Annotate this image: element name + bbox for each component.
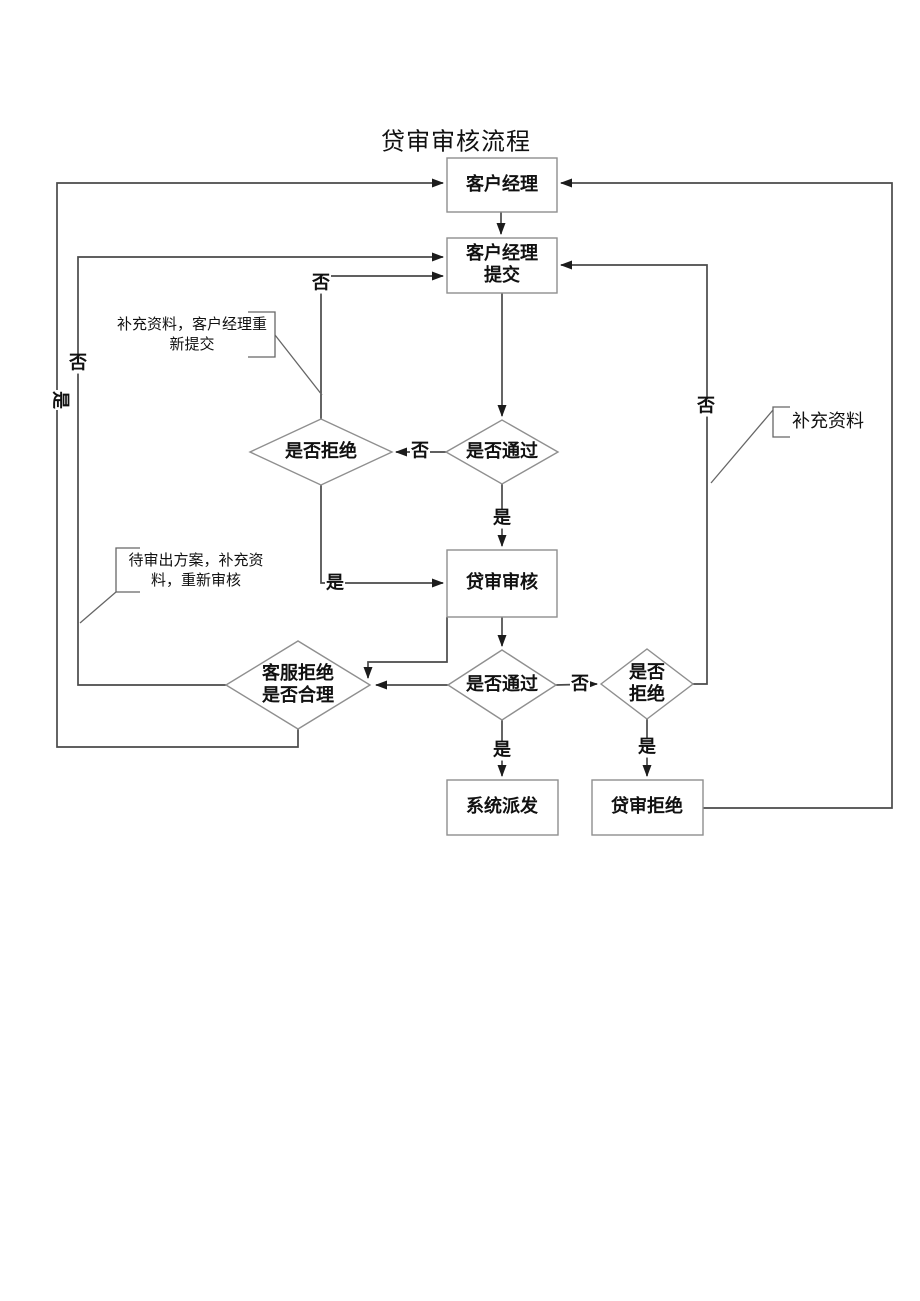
- node-label-loan-review: 贷审审核: [466, 572, 538, 594]
- edge-reject-upper-no-to-submit: [320, 271, 444, 419]
- node-customer-manager: [446, 157, 558, 213]
- node-loan-reject: [591, 779, 704, 836]
- edge-cs-reasonable-yes-to-manager: [56, 178, 444, 748]
- edge-label-cs-reasonable-yes: 是: [49, 390, 71, 410]
- node-label-customer-manager-submit: 客户经理 提交: [466, 243, 538, 286]
- edge-label-pass-upper-no: 否: [410, 440, 430, 462]
- decision-label-pass-upper: 是否通过: [466, 441, 538, 463]
- annotation-pending-review-note: 待审出方案，补充资 料，重新审核: [128, 550, 264, 589]
- node-label-customer-manager: 客户经理: [466, 174, 538, 196]
- node-label-system-dispatch: 系统派发: [466, 796, 538, 818]
- decision-reject-upper: [248, 418, 394, 486]
- edge-label-pass-lower-yes: 是: [492, 739, 512, 761]
- node-customer-manager-submit: [446, 237, 558, 294]
- callout-bracket-pending: [115, 547, 140, 593]
- edge-cs-reasonable-no-to-submit: [77, 252, 444, 686]
- node-system-dispatch: [446, 779, 559, 836]
- decision-label-reject-upper: 是否拒绝: [285, 441, 357, 463]
- edge-reject-upper-yes-to-loan-review: [320, 485, 444, 588]
- edge-label-reject-upper-no: 否: [311, 272, 331, 294]
- page-title: 贷审审核流程: [381, 127, 531, 156]
- callout-bracket-resubmit: [248, 311, 276, 358]
- edge-label-cs-reasonable-no: 否: [68, 352, 88, 374]
- edge-loan-reject-to-manager: [560, 178, 893, 809]
- edge-label-pass-lower-no: 否: [570, 673, 590, 695]
- decision-label-reject-lower: 是否 拒绝: [629, 662, 665, 705]
- decision-pass-lower: [446, 649, 558, 721]
- annotation-resubmit-note: 补充资料，客户经理重 新提交: [116, 314, 268, 353]
- decision-cs-reasonable: [224, 640, 372, 730]
- node-loan-review: [446, 549, 558, 618]
- edge-loan-review-to-cs-reasonable: [363, 617, 448, 679]
- callout-leader-pending: [79, 591, 117, 624]
- decision-label-cs-reasonable: 客服拒绝 是否合理: [262, 663, 334, 706]
- edge-reject-lower-no-to-submit: [560, 260, 708, 685]
- annotation-supplement-note: 补充资料: [792, 410, 864, 432]
- callout-bracket-supplement: [772, 406, 790, 438]
- decision-pass-upper: [444, 419, 560, 485]
- flowchart-canvas: [56, 157, 893, 836]
- edge-label-pass-upper-yes: 是: [492, 507, 512, 529]
- edge-label-reject-lower-no: 否: [696, 395, 716, 417]
- callout-leader-resubmit: [274, 334, 323, 396]
- edge-label-reject-upper-yes: 是: [325, 572, 345, 594]
- callout-leader-supplement: [710, 409, 774, 484]
- node-label-loan-reject: 贷审拒绝: [611, 796, 683, 818]
- decision-reject-lower: [599, 648, 695, 720]
- decision-label-pass-lower: 是否通过: [466, 674, 538, 696]
- edge-label-reject-lower-yes: 是: [637, 736, 657, 758]
